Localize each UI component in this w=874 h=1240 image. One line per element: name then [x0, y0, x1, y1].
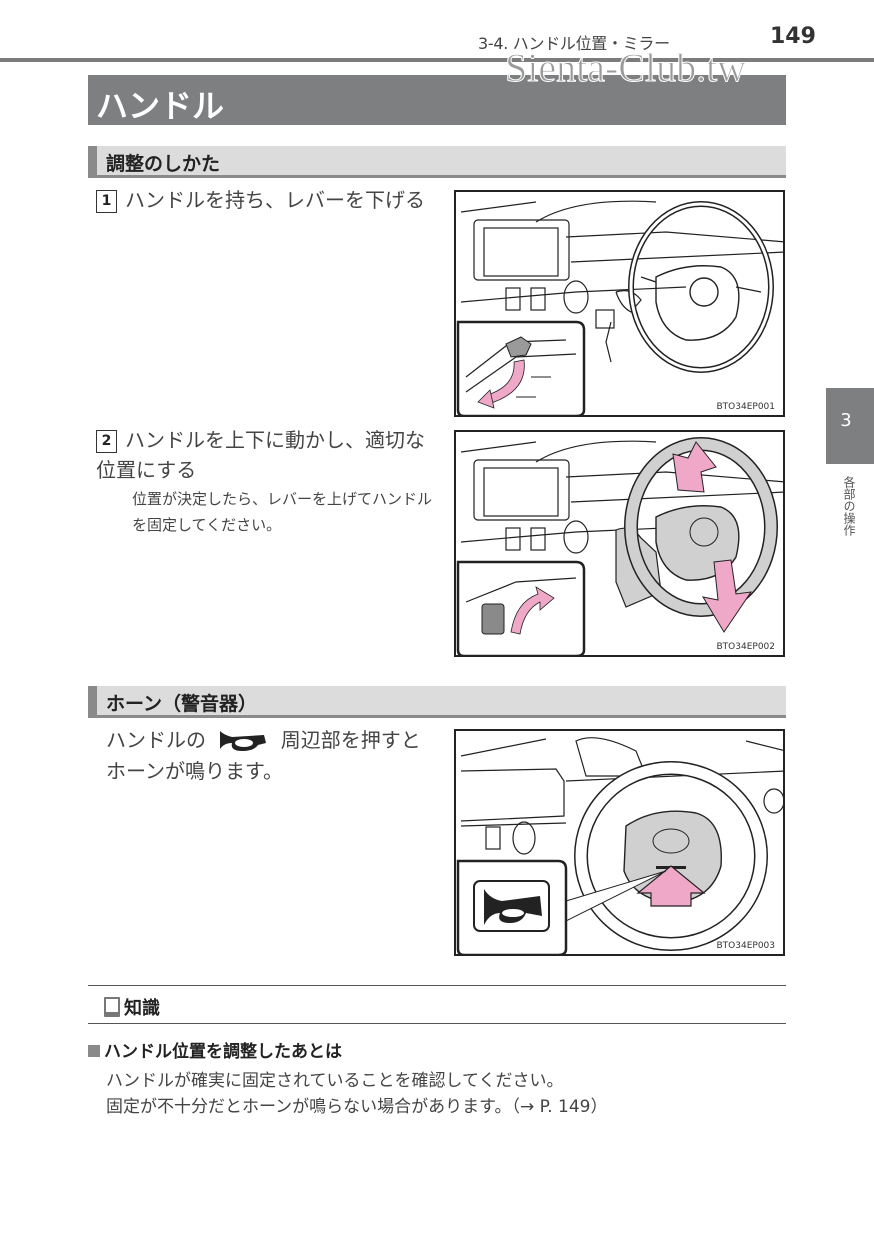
note-item-title: ハンドル位置を調整したあとは — [88, 1037, 342, 1062]
horn-text-part2: 周辺部を押すと — [280, 728, 421, 752]
figure-code: BTO34EP003 — [714, 941, 777, 951]
page-title: ハンドル — [96, 87, 225, 125]
step-2-subtext: 位置が決定したら、レバーを上げてハンドルを固定してください。 — [132, 490, 433, 534]
chapter-label: 各部の操作 — [842, 476, 856, 536]
figure-horn: BTO34EP003 — [454, 729, 785, 956]
note-heading-text: 知識 — [124, 998, 160, 1019]
page-title-bar: ハンドル — [88, 75, 786, 125]
step-text: ハンドルを持ち、レバーを下げる — [125, 188, 425, 212]
note-line-with-link: 固定が不十分だとホーンが鳴らない場合があります。（→ P. 149） — [106, 1097, 608, 1117]
book-icon — [104, 997, 120, 1017]
square-bullet-icon — [88, 1045, 100, 1057]
step-text: ハンドルを上下に動かし、適切な位置にする — [96, 428, 425, 482]
section-heading-horn: ホーン（警音器） — [88, 686, 786, 718]
figure-lever-down: BTO34EP001 — [454, 190, 785, 417]
note-bottom-rule — [88, 1023, 786, 1024]
header-rule — [0, 58, 874, 62]
figure-code: BTO34EP001 — [714, 402, 777, 412]
section-heading-text: 調整のしかた — [106, 153, 221, 175]
watermark: Sienta-Club.tw — [504, 45, 747, 91]
horn-description: ハンドルの 周辺部を押すと ホーンが鳴ります。 — [106, 725, 451, 787]
step-number: 2 — [96, 430, 117, 453]
horn-text-line2: ホーンが鳴ります。 — [106, 759, 283, 783]
figure-wheel-up-down: BTO34EP002 — [454, 430, 785, 657]
note-top-rule — [88, 985, 786, 986]
note-item-body: ハンドルが確実に固定されていることを確認してください。 固定が不十分だとホーンが… — [106, 1068, 607, 1120]
section-heading-text: ホーン（警音器） — [106, 693, 258, 715]
page-number: 149 — [770, 24, 816, 49]
section-heading-adjust: 調整のしかた — [88, 146, 786, 178]
horn-icon — [220, 731, 267, 751]
note-heading: 知識 — [104, 994, 160, 1020]
steering-illustration — [456, 437, 783, 655]
steering-illustration — [456, 737, 783, 954]
step-number: 1 — [96, 190, 117, 213]
horn-text-part1: ハンドルの — [106, 728, 206, 752]
chapter-tab[interactable]: 3 — [826, 388, 874, 464]
note-line: ハンドルが確実に固定されていることを確認してください。 — [106, 1071, 564, 1091]
step-1: 1 ハンドルを持ち、レバーを下げる — [96, 185, 441, 215]
figure-code: BTO34EP002 — [714, 642, 777, 652]
running-head: 3-4. ハンドル位置・ミラー — [478, 34, 670, 53]
note-item-title-text: ハンドル位置を調整したあとは — [104, 1042, 342, 1062]
steering-illustration — [456, 200, 783, 415]
chapter-number: 3 — [840, 410, 852, 431]
